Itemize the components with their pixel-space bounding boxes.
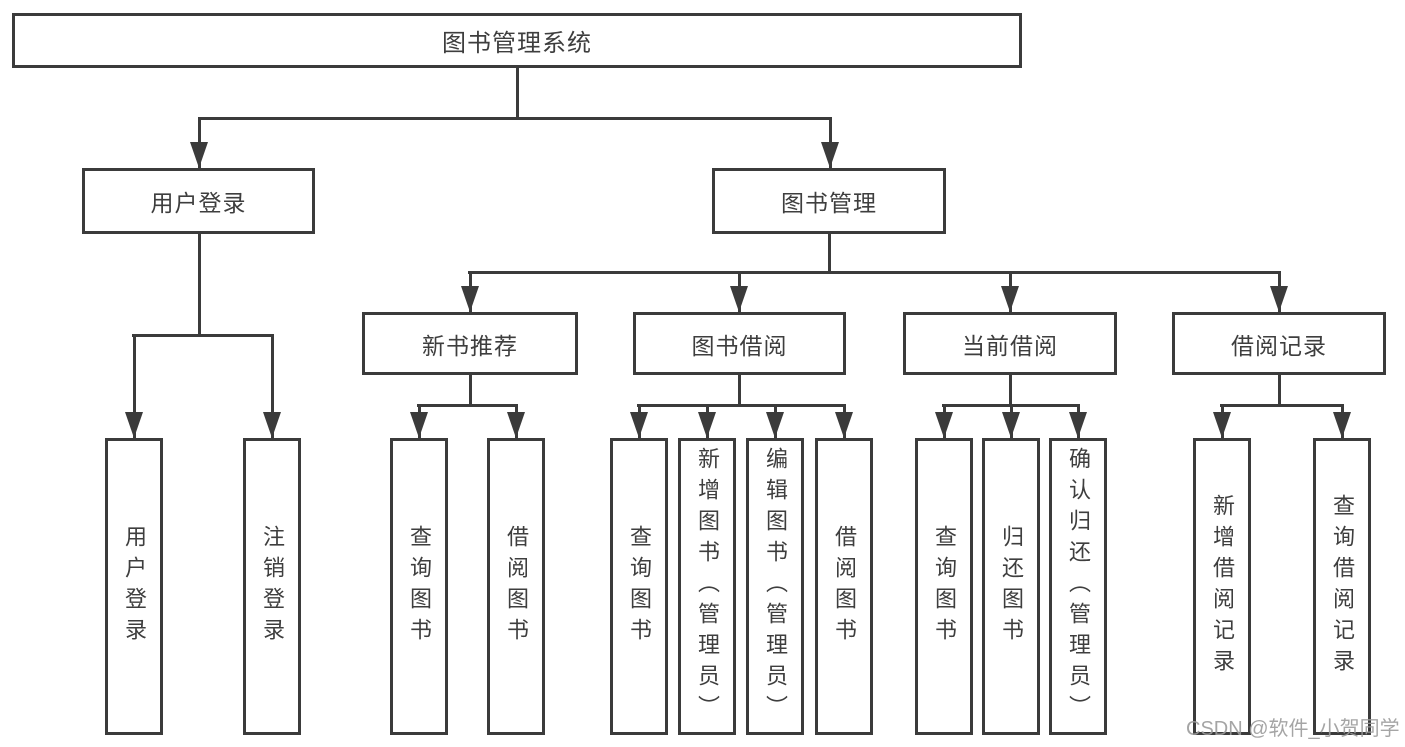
leaf-bb-query-book: 查询图书 — [610, 438, 668, 735]
leaf-cb-query-book-label: 查询图书 — [932, 524, 957, 649]
node-new-book-recommend-label: 新书推荐 — [422, 332, 518, 359]
arrow-down-icon — [766, 412, 784, 438]
arrow-down-icon — [1333, 412, 1351, 438]
arrow-down-icon — [410, 412, 428, 438]
leaf-cb-query-book: 查询图书 — [915, 438, 973, 735]
leaf-nbr-borrow-book: 借阅图书 — [487, 438, 545, 735]
leaf-bb-add-book-admin: 新增图书（管理员） — [678, 438, 736, 735]
arrow-down-icon — [1213, 412, 1231, 438]
connector-branch — [271, 334, 274, 438]
watermark: CSDN @软件_小贺同学 — [1186, 718, 1400, 740]
node-root: 图书管理系统 — [12, 13, 1022, 68]
connector-stem — [1009, 375, 1012, 405]
leaf-bb-query-book-label: 查询图书 — [627, 524, 652, 649]
connector-rail — [1220, 404, 1344, 407]
arrow-down-icon — [730, 286, 748, 312]
arrow-down-icon — [630, 412, 648, 438]
leaf-br-add-record: 新增借阅记录 — [1193, 438, 1251, 735]
node-book-borrowing: 图书借阅 — [633, 312, 846, 375]
node-book-management: 图书管理 — [712, 168, 946, 234]
connector-rail — [417, 404, 518, 407]
arrow-down-icon — [1001, 286, 1019, 312]
arrow-down-icon — [835, 412, 853, 438]
arrow-down-icon — [190, 142, 208, 168]
arrow-down-icon — [698, 412, 716, 438]
connector-stem — [469, 375, 472, 405]
leaf-bb-edit-book-admin-label: 编辑图书（管理员） — [763, 447, 788, 726]
arrow-down-icon — [821, 142, 839, 168]
node-user-login: 用户登录 — [82, 168, 315, 234]
connector-stem — [738, 375, 741, 405]
arrow-down-icon — [125, 412, 143, 438]
connector-stem — [828, 234, 831, 272]
arrow-down-icon — [1002, 412, 1020, 438]
leaf-cb-confirm-return-admin-label: 确认归还（管理员） — [1066, 447, 1091, 726]
connector-rail — [132, 334, 274, 337]
leaf-br-add-record-label: 新增借阅记录 — [1210, 493, 1235, 680]
connector-branch — [133, 334, 136, 438]
arrow-down-icon — [263, 412, 281, 438]
leaf-logout-login: 注销登录 — [243, 438, 301, 735]
arrow-down-icon — [461, 286, 479, 312]
node-new-book-recommend: 新书推荐 — [362, 312, 578, 375]
arrow-down-icon — [507, 412, 525, 438]
node-borrowing-records: 借阅记录 — [1172, 312, 1386, 375]
arrow-down-icon — [1270, 286, 1288, 312]
node-book-management-label: 图书管理 — [781, 190, 877, 216]
leaf-cb-return-book-label: 归还图书 — [999, 524, 1024, 649]
connector-rail — [637, 404, 846, 407]
leaf-bb-borrow-book-label: 借阅图书 — [832, 524, 857, 649]
connector-rail — [468, 271, 1281, 274]
node-root-label: 图书管理系统 — [442, 30, 592, 57]
node-current-borrowing: 当前借阅 — [903, 312, 1117, 375]
connector-stem — [1278, 375, 1281, 405]
leaf-user-login: 用户登录 — [105, 438, 163, 735]
arrow-down-icon — [935, 412, 953, 438]
node-current-borrowing-label: 当前借阅 — [962, 332, 1058, 359]
leaf-br-query-record: 查询借阅记录 — [1313, 438, 1371, 735]
connector-rail — [198, 117, 832, 120]
node-borrowing-records-label: 借阅记录 — [1231, 332, 1327, 359]
leaf-bb-edit-book-admin: 编辑图书（管理员） — [746, 438, 804, 735]
node-book-borrowing-label: 图书借阅 — [691, 332, 788, 359]
node-user-login-label: 用户登录 — [150, 190, 247, 216]
leaf-nbr-query-book-label: 查询图书 — [407, 524, 432, 649]
leaf-br-query-record-label: 查询借阅记录 — [1330, 493, 1355, 680]
leaf-cb-return-book: 归还图书 — [982, 438, 1040, 735]
arrow-down-icon — [1069, 412, 1087, 438]
leaf-user-login-label: 用户登录 — [122, 524, 147, 649]
leaf-cb-confirm-return-admin: 确认归还（管理员） — [1049, 438, 1107, 735]
leaf-nbr-borrow-book-label: 借阅图书 — [504, 524, 529, 649]
connector-stem — [516, 68, 519, 118]
connector-stem — [198, 234, 201, 335]
leaf-bb-borrow-book: 借阅图书 — [815, 438, 873, 735]
leaf-bb-add-book-admin-label: 新增图书（管理员） — [695, 447, 720, 726]
leaf-logout-login-label: 注销登录 — [260, 524, 285, 649]
leaf-nbr-query-book: 查询图书 — [390, 438, 448, 735]
